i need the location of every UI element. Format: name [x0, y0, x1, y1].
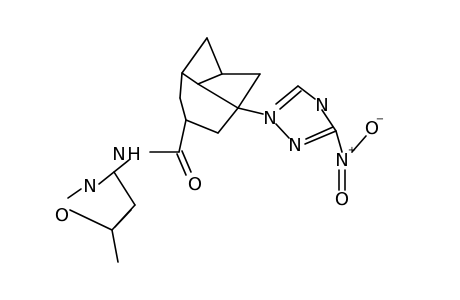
bond	[237, 73, 261, 109]
ring-double-bond	[279, 90, 302, 110]
carbonyl-double-bond	[176, 153, 187, 176]
bond	[197, 73, 223, 85]
ring-double-bond	[305, 126, 334, 140]
bond	[275, 85, 299, 105]
carbonyl-oxygen-label: O	[188, 174, 202, 195]
triazole-n1-label: N	[263, 108, 276, 129]
ring-double-bond	[114, 209, 132, 228]
bond	[179, 97, 187, 121]
bond	[217, 107, 239, 134]
isoxazole-ring	[67, 171, 136, 263]
bond	[237, 107, 264, 115]
amide-nitrogen-label: N	[112, 144, 125, 165]
bond	[113, 171, 136, 206]
bond	[178, 119, 187, 153]
nitro-oxygen-minus-label: O	[365, 118, 379, 139]
nitro-nitrogen-charge: +	[348, 145, 356, 156]
bond	[351, 135, 367, 153]
bond	[304, 130, 337, 145]
bond	[179, 72, 183, 99]
bond	[181, 37, 208, 74]
bond	[181, 72, 199, 85]
nitro-nitrogen-label: N	[335, 150, 348, 171]
bond	[197, 83, 239, 109]
bond	[321, 109, 337, 132]
bond	[67, 188, 82, 199]
bond	[98, 171, 115, 185]
bond	[185, 119, 219, 134]
isoxazole-oxygen-label: O	[55, 205, 69, 226]
triazole-n2-label: N	[288, 135, 301, 156]
isoxazole-nitrogen-label: N	[83, 176, 96, 197]
bond	[206, 37, 223, 75]
nitro-oxygen-label: O	[335, 189, 349, 210]
bond	[113, 159, 130, 173]
triazole-n4-label: N	[315, 95, 328, 116]
bond	[69, 209, 113, 231]
bond	[275, 123, 290, 139]
nitro-oxygen-charge: −	[376, 114, 384, 125]
carbonyl-double-bond	[181, 150, 192, 173]
adamantane-cage	[179, 37, 261, 134]
nitro-group	[335, 130, 367, 191]
amide-hydrogen-label: H	[127, 144, 141, 165]
bond	[335, 130, 343, 153]
methyl-bond	[111, 229, 119, 263]
triazole-ring	[237, 85, 337, 145]
bond	[297, 85, 316, 100]
amide-group	[113, 119, 192, 176]
